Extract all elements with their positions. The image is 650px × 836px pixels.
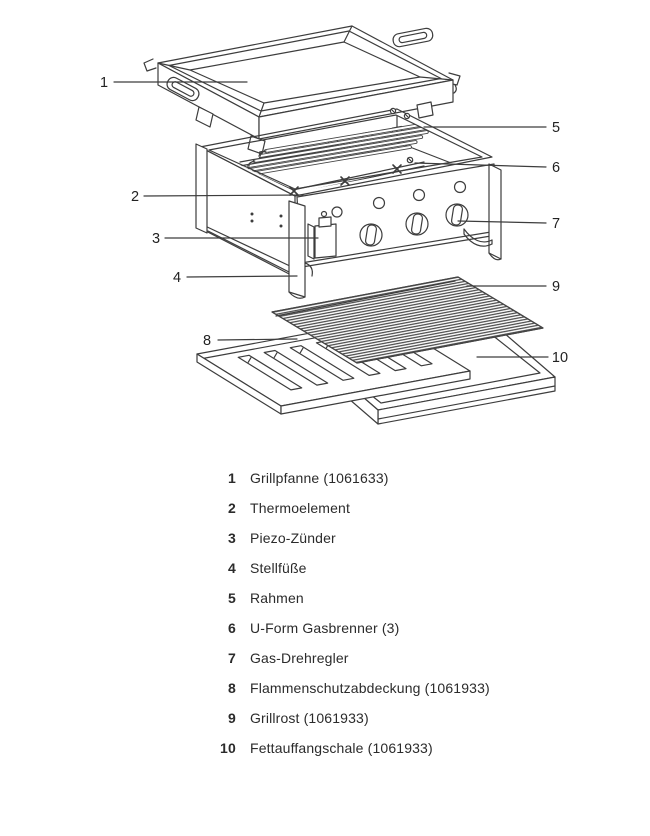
- legend-item-name: Rahmen: [250, 590, 304, 606]
- legend-item-name: Fettauffangschale (1061933): [250, 740, 433, 756]
- callout-7: 7: [552, 216, 560, 232]
- burners-interior: [211, 115, 465, 192]
- parts-legend: 1 Grillpfanne (1061633) 2 Thermoelement …: [210, 463, 540, 763]
- legend-item: 1 Grillpfanne (1061633): [210, 463, 540, 493]
- legend-item-name: Gas-Drehregler: [250, 650, 349, 666]
- legend-item-number: 7: [228, 650, 236, 666]
- legend-item-number: 5: [228, 590, 236, 606]
- callout-3: 3: [152, 231, 160, 247]
- legend-item-name: Grillpfanne (1061633): [250, 470, 389, 486]
- callout-8: 8: [203, 333, 211, 349]
- legend-item-name: U-Form Gasbrenner (3): [250, 620, 400, 636]
- front-left-leg: [288, 200, 313, 299]
- legend-item: 5 Rahmen: [210, 583, 540, 613]
- pan-foot: [416, 101, 434, 119]
- legend-item: 10 Fettauffangschale (1061933): [210, 733, 540, 763]
- legend-item-number: 8: [228, 680, 236, 696]
- legend-item-number: 9: [228, 710, 236, 726]
- callout-9: 9: [552, 279, 560, 295]
- legend-item: 6 U-Form Gasbrenner (3): [210, 613, 540, 643]
- legend-item-name: Thermoelement: [250, 500, 350, 516]
- legend-item-number: 10: [220, 740, 236, 756]
- piezo-igniter: [307, 210, 337, 260]
- callout-2: 2: [131, 189, 139, 205]
- leader-lines: [113, 81, 549, 358]
- legend-item-number: 3: [228, 530, 236, 546]
- callout-5: 5: [552, 120, 560, 136]
- legend-item: 2 Thermoelement: [210, 493, 540, 523]
- legend-item-name: Flammenschutzabdeckung (1061933): [250, 680, 490, 696]
- side-handle: [463, 228, 493, 247]
- front-right-leg: [488, 163, 502, 261]
- pan-foot: [195, 106, 214, 128]
- grill-pan-drawing: [143, 25, 461, 155]
- rear-left-leg: [195, 143, 208, 234]
- frame-rim: [199, 107, 493, 197]
- callout-4: 4: [173, 270, 181, 286]
- legend-item: 9 Grillrost (1061933): [210, 703, 540, 733]
- gas-knob: [445, 203, 469, 227]
- callout-6: 6: [552, 160, 560, 176]
- callout-numbers: 1 2 3 4 5 6 7 8 9 10: [100, 75, 568, 366]
- legend-item: 4 Stellfüße: [210, 553, 540, 583]
- legend-item-number: 4: [228, 560, 236, 576]
- pan-handle-right: [392, 27, 434, 48]
- legend-item-number: 6: [228, 620, 236, 636]
- gas-knob: [359, 223, 383, 247]
- pan-clip-left: [143, 58, 157, 72]
- exploded-view-drawing: 1 2 3 4 5 6 7 8 9 10: [100, 25, 568, 425]
- legend-item-name: Stellfüße: [250, 560, 307, 576]
- legend-item-name: Grillrost (1061933): [250, 710, 369, 726]
- gas-knob: [405, 212, 429, 236]
- pan-handle-left: [166, 76, 200, 102]
- legend-item-name: Piezo-Zünder: [250, 530, 336, 546]
- grill-body-drawing: [195, 107, 502, 299]
- callout-1: 1: [100, 75, 108, 91]
- legend-item: 7 Gas-Drehregler: [210, 643, 540, 673]
- grill-grate-drawing: [271, 276, 544, 364]
- legend-item-number: 1: [228, 470, 236, 486]
- callout-10: 10: [552, 350, 568, 366]
- legend-item: 8 Flammenschutzabdeckung (1061933): [210, 673, 540, 703]
- legend-item: 3 Piezo-Zünder: [210, 523, 540, 553]
- legend-item-number: 2: [228, 500, 236, 516]
